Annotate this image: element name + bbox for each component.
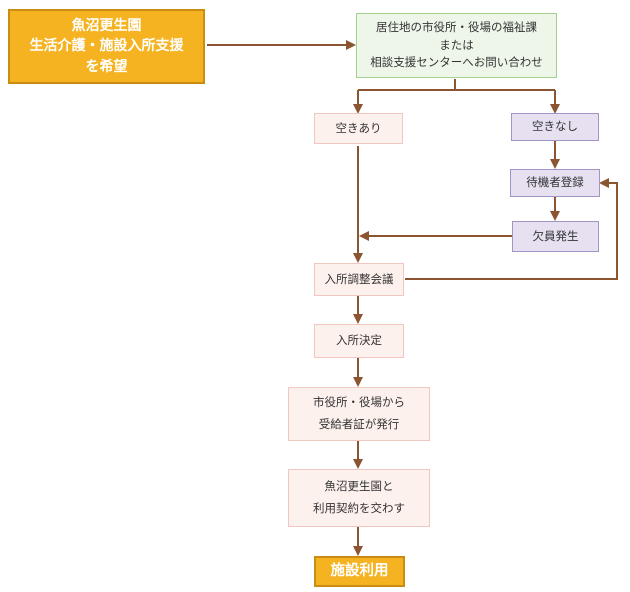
no-vacancy-label: 空きなし — [532, 119, 578, 134]
no-vacancy-node: 空きなし — [511, 113, 599, 141]
contact-node: 居住地の市役所・役場の福祉課 または 相談支援センターへお問い合わせ — [356, 13, 557, 78]
contract-node: 魚沼更生園と 利用契約を交わす — [288, 469, 430, 527]
start-line-2: 生活介護・施設入所支援 — [29, 38, 184, 55]
contact-line-2: または — [439, 37, 474, 52]
meeting-label: 入所調整会議 — [324, 271, 394, 286]
start-line-1: 魚沼更生園 — [71, 18, 142, 35]
contact-line-3: 相談支援センターへお問い合わせ — [370, 55, 543, 70]
contract-line-1: 魚沼更生園と — [324, 479, 394, 494]
opening-node: 欠員発生 — [512, 221, 599, 252]
start-line-3: を希望 — [85, 58, 128, 75]
certificate-node: 市役所・役場から 受給者証が発行 — [288, 387, 430, 441]
decision-label: 入所決定 — [336, 333, 382, 348]
contact-line-1: 居住地の市役所・役場の福祉課 — [376, 19, 537, 34]
arrow-contact-to-branches — [357, 79, 556, 111]
start-node: 魚沼更生園 生活介護・施設入所支援 を希望 — [8, 9, 205, 84]
vacancy-label: 空きあり — [335, 120, 382, 135]
contract-line-2: 利用契約を交わす — [313, 501, 405, 515]
vacancy-node: 空きあり — [314, 113, 403, 144]
meeting-node: 入所調整会議 — [314, 263, 404, 296]
waitlist-node: 待機者登録 — [510, 169, 600, 197]
facility-use-label: 施設利用 — [330, 562, 389, 579]
certificate-line-2: 受給者証が発行 — [318, 417, 400, 431]
facility-use-node: 施設利用 — [314, 556, 405, 587]
waitlist-label: 待機者登録 — [526, 175, 584, 190]
decision-node: 入所決定 — [314, 324, 404, 358]
certificate-line-1: 市役所・役場から — [313, 395, 405, 410]
opening-label: 欠員発生 — [532, 228, 579, 243]
arrow-meeting-to-waitlist — [405, 178, 618, 280]
